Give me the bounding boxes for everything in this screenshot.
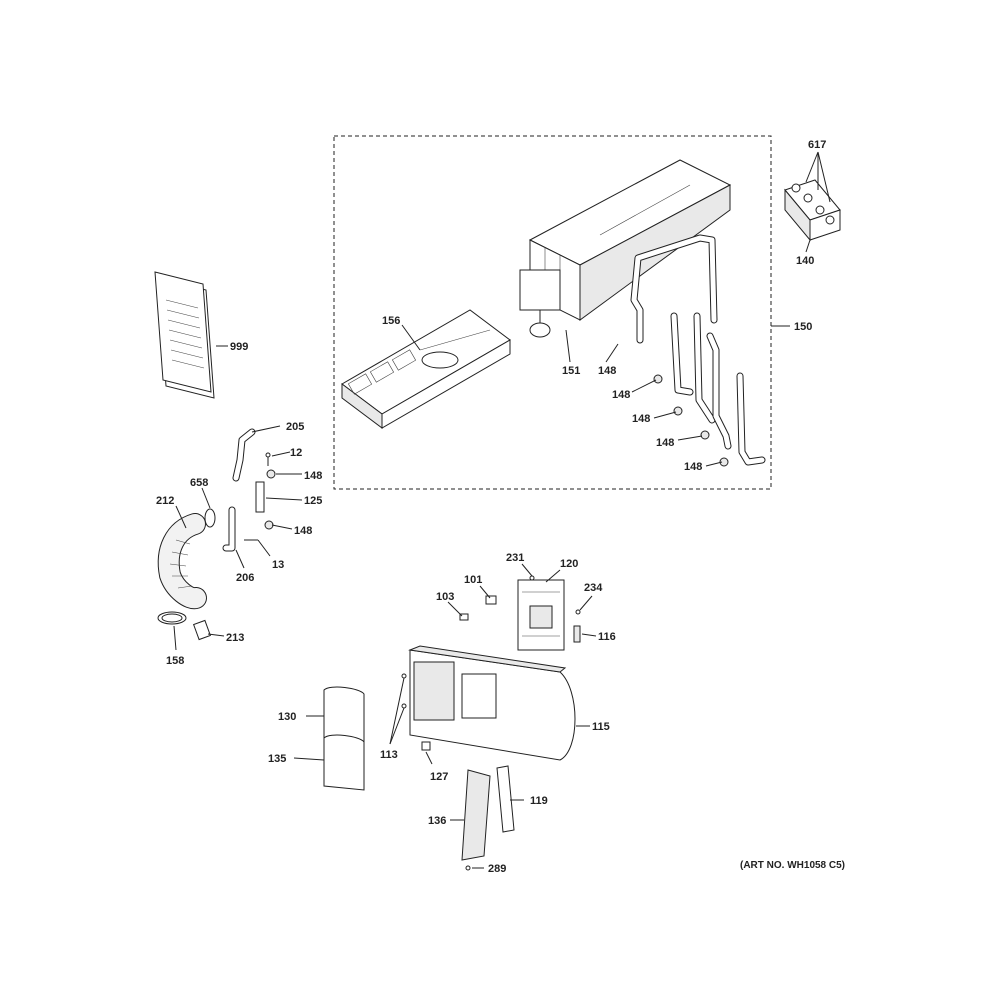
- part-658-clamp[interactable]: [204, 508, 216, 528]
- callout-119[interactable]: 119: [530, 795, 548, 807]
- part-231-screw[interactable]: [529, 575, 535, 581]
- callout-101[interactable]: 101: [464, 574, 482, 586]
- callout-136[interactable]: 136: [428, 815, 446, 827]
- part-158-hose-clamp[interactable]: [157, 611, 187, 625]
- part-136-trim[interactable]: [461, 769, 491, 861]
- callout-113[interactable]: 113: [380, 749, 398, 761]
- callout-158[interactable]: 158: [166, 655, 184, 667]
- callout-135[interactable]: 135: [268, 753, 286, 765]
- part-140-valve-block[interactable]: [784, 179, 841, 242]
- part-120-control-board[interactable]: [517, 579, 565, 651]
- part-103-clip[interactable]: [459, 613, 469, 621]
- callout-148[interactable]: 148: [656, 437, 674, 449]
- callout-148[interactable]: 148: [304, 470, 322, 482]
- part-148-clamp-left-b[interactable]: [264, 520, 274, 530]
- part-213-fitting[interactable]: [192, 619, 212, 641]
- callout-120[interactable]: 120: [560, 558, 578, 570]
- callout-labels: 617 140 150 156 151 148 148 148 148 148 …: [156, 139, 826, 875]
- part-101-knob[interactable]: [485, 595, 497, 605]
- callout-148[interactable]: 148: [612, 389, 630, 401]
- part-148-tubes[interactable]: [630, 234, 766, 466]
- callout-212[interactable]: 212: [156, 495, 174, 507]
- callout-148[interactable]: 148: [598, 365, 616, 377]
- art-number: (ART NO. WH1058 C5): [740, 860, 845, 871]
- callout-213[interactable]: 213: [226, 632, 244, 644]
- callout-231[interactable]: 231: [506, 552, 524, 564]
- callout-151[interactable]: 151: [562, 365, 580, 377]
- callout-148[interactable]: 148: [632, 413, 650, 425]
- callout-140[interactable]: 140: [796, 255, 814, 267]
- part-12-screw[interactable]: [265, 452, 271, 466]
- part-999-manual[interactable]: [154, 271, 215, 399]
- assembly-150-boundary: [333, 135, 772, 490]
- callout-127[interactable]: 127: [430, 771, 448, 783]
- callout-148[interactable]: 148: [684, 461, 702, 473]
- callout-150[interactable]: 150: [794, 321, 812, 333]
- part-119-strip[interactable]: [496, 765, 515, 833]
- callout-205[interactable]: 205: [286, 421, 304, 433]
- callout-206[interactable]: 206: [236, 572, 254, 584]
- callout-13[interactable]: 13: [272, 559, 284, 571]
- callout-289[interactable]: 289: [488, 863, 506, 875]
- callout-125[interactable]: 125: [304, 495, 322, 507]
- callout-148[interactable]: 148: [294, 525, 312, 537]
- callout-116[interactable]: 116: [598, 631, 616, 643]
- part-148-clamps[interactable]: [653, 374, 729, 467]
- part-127-button[interactable]: [421, 741, 431, 751]
- callout-999[interactable]: 999: [230, 341, 248, 353]
- callout-115[interactable]: 115: [592, 721, 610, 733]
- part-289-screw[interactable]: [465, 865, 471, 871]
- leader-lines: [173, 151, 831, 869]
- callout-12[interactable]: 12: [290, 447, 302, 459]
- callout-156[interactable]: 156: [382, 315, 400, 327]
- part-125-connector[interactable]: [255, 481, 265, 513]
- part-115-control-panel-console[interactable]: [408, 645, 576, 761]
- part-206-tube[interactable]: [222, 506, 236, 552]
- part-135-cap[interactable]: [323, 734, 365, 791]
- part-116-connector[interactable]: [573, 625, 581, 643]
- part-130-cap[interactable]: [323, 686, 365, 743]
- callout-234[interactable]: 234: [584, 582, 603, 594]
- part-156-dispenser-drawer[interactable]: [341, 309, 511, 429]
- callout-658[interactable]: 658: [190, 477, 208, 489]
- part-205-elbow-hose[interactable]: [232, 428, 256, 482]
- part-151-dispenser-housing[interactable]: [519, 159, 732, 338]
- part-148-clamp-left-a[interactable]: [266, 469, 276, 479]
- callout-103[interactable]: 103: [436, 591, 454, 603]
- part-234-screw[interactable]: [575, 609, 581, 615]
- callout-617[interactable]: 617: [808, 139, 826, 151]
- callout-130[interactable]: 130: [278, 711, 296, 723]
- part-212-drain-hose[interactable]: [157, 513, 207, 610]
